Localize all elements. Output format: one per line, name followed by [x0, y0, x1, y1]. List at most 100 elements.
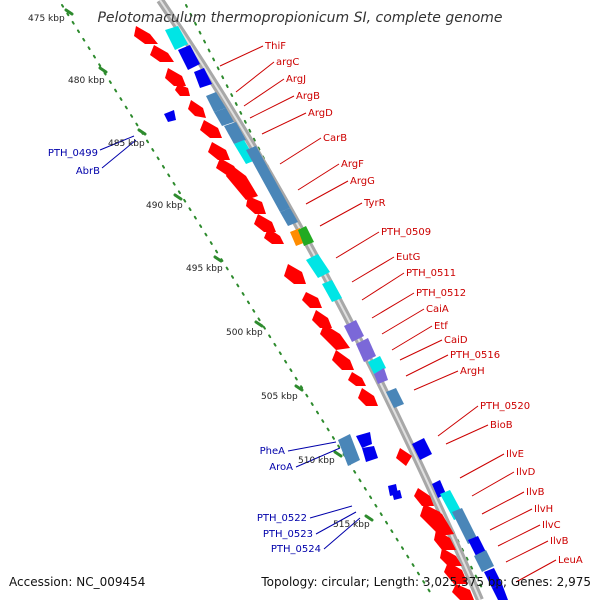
gene-label: EutG	[396, 252, 420, 263]
cds-arrow	[175, 84, 190, 96]
forward-feature-track	[165, 26, 508, 600]
genome-backbone-highlight	[159, 0, 481, 600]
gene-label: LeuA	[558, 555, 583, 566]
gene-label: IlvB	[550, 536, 569, 547]
gene-label: AbrB	[76, 166, 100, 177]
cds-arrow	[320, 324, 350, 350]
cds-arrow	[440, 548, 462, 566]
gene-label: PheA	[260, 446, 286, 457]
scale-label: 495 kbp	[186, 264, 223, 274]
cds-arrow	[312, 310, 332, 328]
scale-label: 490 kbp	[146, 201, 183, 211]
gene-label: argC	[276, 57, 299, 68]
gene-label: IlvC	[542, 520, 561, 531]
gene-label: ArgH	[460, 366, 485, 377]
reverse-cds-arrow	[164, 110, 176, 122]
gene-label: PTH_0523	[263, 529, 313, 540]
feature-block	[344, 320, 364, 342]
forward-gene-labels: ThiF argC ArgJ ArgB ArgD CarB ArgF ArgG …	[264, 41, 583, 566]
gene-label: PTH_0516	[450, 350, 500, 361]
reverse-cds-arrow	[392, 490, 402, 500]
reverse-cds-arrow	[362, 446, 378, 462]
feature-block	[484, 568, 502, 588]
reverse-leader-lines	[99, 135, 361, 550]
gene-label: PTH_0511	[406, 268, 456, 279]
gene-label: IlvD	[516, 467, 536, 478]
scale-label: 475 kbp	[28, 14, 65, 24]
feature-block	[412, 438, 432, 460]
reverse-gene-labels: PTH_0499 AbrB PheA AroA PTH_0522 PTH_052…	[48, 148, 321, 555]
scale-label: 485 kbp	[108, 139, 145, 149]
feature-block	[298, 226, 314, 246]
reverse-cds-arrow	[356, 432, 372, 448]
feature-block	[306, 254, 330, 278]
feature-block	[206, 92, 226, 112]
gene-label: PTH_0522	[257, 513, 307, 524]
cds-arrow	[150, 45, 174, 62]
gene-label: PTH_0512	[416, 288, 466, 299]
gene-label: BioB	[490, 420, 513, 431]
gene-label: ArgD	[308, 108, 333, 119]
gene-label: Etf	[434, 321, 448, 332]
gene-label: TyrR	[363, 198, 386, 209]
cds-arrow	[396, 448, 412, 466]
feature-block	[374, 368, 388, 384]
gene-label: ArgF	[341, 159, 364, 170]
feature-block	[386, 388, 404, 408]
feature-block	[338, 434, 360, 466]
cds-arrow	[134, 26, 158, 44]
cds-arrow	[434, 530, 456, 550]
cds-arrow	[420, 504, 454, 536]
gene-label: ArgJ	[286, 74, 306, 85]
feature-block	[280, 208, 298, 226]
gene-label: ArgG	[350, 176, 375, 187]
cds-arrow	[165, 68, 186, 86]
scale-label: 510 kbp	[298, 456, 335, 466]
feature-block	[165, 26, 188, 50]
gene-label: IlvB	[526, 487, 545, 498]
gene-label: ThiF	[264, 41, 286, 52]
feature-block	[452, 508, 478, 544]
scale-label: 515 kbp	[333, 520, 370, 530]
gene-label: PTH_0520	[480, 401, 530, 412]
scale-label: 505 kbp	[261, 392, 298, 402]
gene-label: IlvE	[506, 449, 524, 460]
cds-arrow	[348, 372, 366, 386]
cds-arrow	[208, 142, 230, 160]
reverse-feature-track	[164, 110, 402, 500]
cds-arrow	[200, 120, 222, 138]
feature-block	[322, 280, 342, 302]
gene-label: CarB	[323, 133, 347, 144]
gene-label: IlvH	[534, 504, 553, 515]
major-ticks	[64, 8, 374, 522]
feature-block	[178, 45, 200, 70]
scale-labels: 475 kbp 480 kbp 485 kbp 490 kbp 495 kbp …	[28, 14, 370, 530]
forward-leader-lines	[219, 45, 557, 583]
cds-arrow	[246, 196, 266, 214]
scale-label: 480 kbp	[68, 76, 105, 86]
gene-label: PTH_0524	[271, 544, 321, 555]
feature-block	[290, 228, 306, 246]
cds-arrow	[452, 584, 474, 600]
cds-arrow	[332, 350, 354, 370]
feature-block	[492, 584, 508, 600]
gene-label: ArgB	[296, 91, 320, 102]
feature-block	[224, 122, 246, 144]
topology-text: Topology: circular; Length: 3,025,375 bp…	[260, 575, 591, 589]
cds-arrow	[254, 214, 276, 232]
feature-block	[468, 536, 486, 556]
cds-arrow	[414, 488, 434, 506]
gene-label: PTH_0509	[381, 227, 431, 238]
gene-label: CaiA	[426, 304, 449, 315]
cds-arrow	[358, 388, 378, 406]
feature-block	[194, 68, 212, 88]
cds-arrow	[444, 562, 468, 584]
feature-block	[246, 146, 290, 212]
accession-text: Accession: NC_009454	[9, 575, 145, 589]
gene-label: PTH_0499	[48, 148, 98, 159]
gene-label: AroA	[269, 462, 293, 473]
cds-arrow	[302, 292, 322, 308]
gene-label: CaiD	[444, 335, 468, 346]
cds-arrow	[188, 100, 206, 118]
